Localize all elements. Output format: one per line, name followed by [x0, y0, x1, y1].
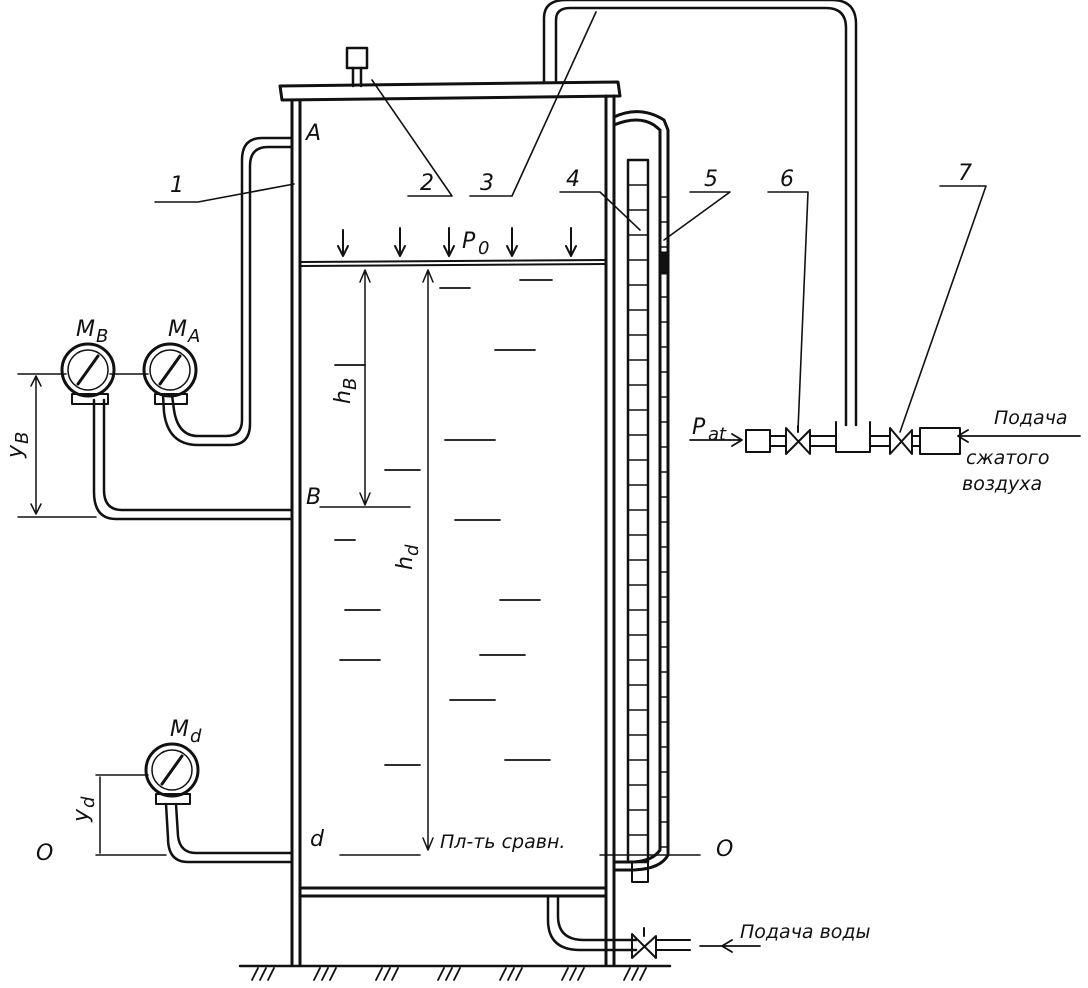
ground-hatch-mark	[313, 967, 321, 981]
p0-sub: 0	[478, 238, 489, 259]
ground-hatch-mark	[321, 967, 329, 981]
yb-label: y	[3, 444, 28, 459]
hd-dimension	[422, 269, 434, 851]
point-b-label: B	[306, 485, 321, 510]
tank-lid	[278, 80, 622, 102]
ground-hatch-mark	[437, 967, 445, 981]
hb-sub: B	[340, 378, 361, 390]
callout-7: 7	[958, 161, 972, 186]
ground-hatch-mark	[259, 967, 267, 981]
callout-1: 1	[170, 173, 184, 198]
point-d-label: d	[310, 827, 325, 852]
p0-label: P	[462, 229, 476, 254]
level-scale-ticks	[627, 184, 669, 848]
hd-sub: d	[402, 544, 423, 556]
ground-hatch-mark	[375, 967, 383, 981]
water-inlet	[546, 894, 761, 959]
hb-label: h	[331, 390, 356, 404]
gauge-ma	[142, 342, 198, 405]
yd-sub: d	[78, 796, 99, 808]
air-supply-line-3: воздуха	[962, 473, 1042, 495]
ground-hatch-mark	[515, 967, 523, 981]
callout-5: 5	[704, 167, 718, 192]
tank-left-wall	[290, 98, 302, 967]
callout-6: 6	[780, 167, 794, 192]
patm-label: P	[692, 415, 706, 440]
ground-hatch-mark	[569, 967, 577, 981]
water-valve	[631, 933, 657, 959]
hd-label: h	[393, 556, 418, 570]
callout-3: 3	[480, 171, 494, 196]
air-line	[689, 421, 1081, 455]
yb-dimension	[30, 375, 42, 515]
tank-right-wall	[604, 94, 616, 967]
tank	[278, 80, 622, 967]
valve-7	[889, 427, 913, 455]
ground-hatch-mark	[267, 967, 275, 981]
ground-hatch-mark	[499, 967, 507, 981]
ground-hatch-mark	[383, 967, 391, 981]
gauge-md-sub: d	[190, 726, 202, 747]
tube-d	[174, 802, 294, 855]
datum-right-label: O	[716, 837, 733, 862]
level-gauge-column	[612, 110, 670, 883]
gauge-mb	[60, 342, 116, 405]
yb-sub: B	[12, 432, 33, 444]
ground-hatch-mark	[631, 967, 639, 981]
air-pipe	[542, 0, 858, 427]
air-supply-line-2: сжатого	[966, 447, 1050, 469]
tube-a	[170, 136, 294, 438]
point-a-label: A	[304, 121, 321, 146]
valve-6	[785, 427, 811, 455]
water-supply-label: Подача воды	[740, 921, 871, 943]
water-dashes	[334, 279, 553, 766]
reference-plane-label: Пл-ть сравн.	[440, 831, 565, 853]
ground-hatch-mark	[623, 967, 631, 981]
gauge-mb-sub: B	[96, 326, 108, 347]
patm-sub: at	[708, 424, 727, 445]
gauge-md-label: M	[170, 717, 189, 742]
ground-hatch	[238, 964, 672, 981]
ground-hatch-mark	[639, 967, 647, 981]
ground-hatch-mark	[251, 967, 259, 981]
gauge-md	[144, 742, 200, 805]
ground-hatch-mark	[507, 967, 515, 981]
hb-dimension	[359, 269, 371, 506]
water-surface	[299, 259, 607, 267]
ground-hatch-mark	[577, 967, 585, 981]
ground-hatch-mark	[391, 967, 399, 981]
ground-hatch-mark	[445, 967, 453, 981]
gauge-ma-sub: A	[187, 326, 200, 347]
ground-hatch-mark	[561, 967, 569, 981]
callout-leaders	[154, 11, 987, 433]
labels: 1 2 3 4 5 6 7 A B d M B M A M d h B h d …	[3, 121, 1068, 943]
air-supply-line-1: Подача	[994, 407, 1068, 429]
callout-4: 4	[566, 167, 580, 192]
yd-label: y	[69, 808, 94, 823]
gauge-mb-label: M	[76, 317, 95, 342]
gauge-ma-label: M	[168, 317, 187, 342]
datum-left-label: O	[36, 841, 53, 866]
tube-b	[102, 398, 294, 512]
tank-bottom	[298, 886, 608, 898]
ground-hatch-mark	[329, 967, 337, 981]
ground-hatch-mark	[453, 967, 461, 981]
callout-2: 2	[420, 171, 434, 196]
lid-valve	[345, 46, 369, 88]
pressure-arrows	[337, 227, 577, 257]
